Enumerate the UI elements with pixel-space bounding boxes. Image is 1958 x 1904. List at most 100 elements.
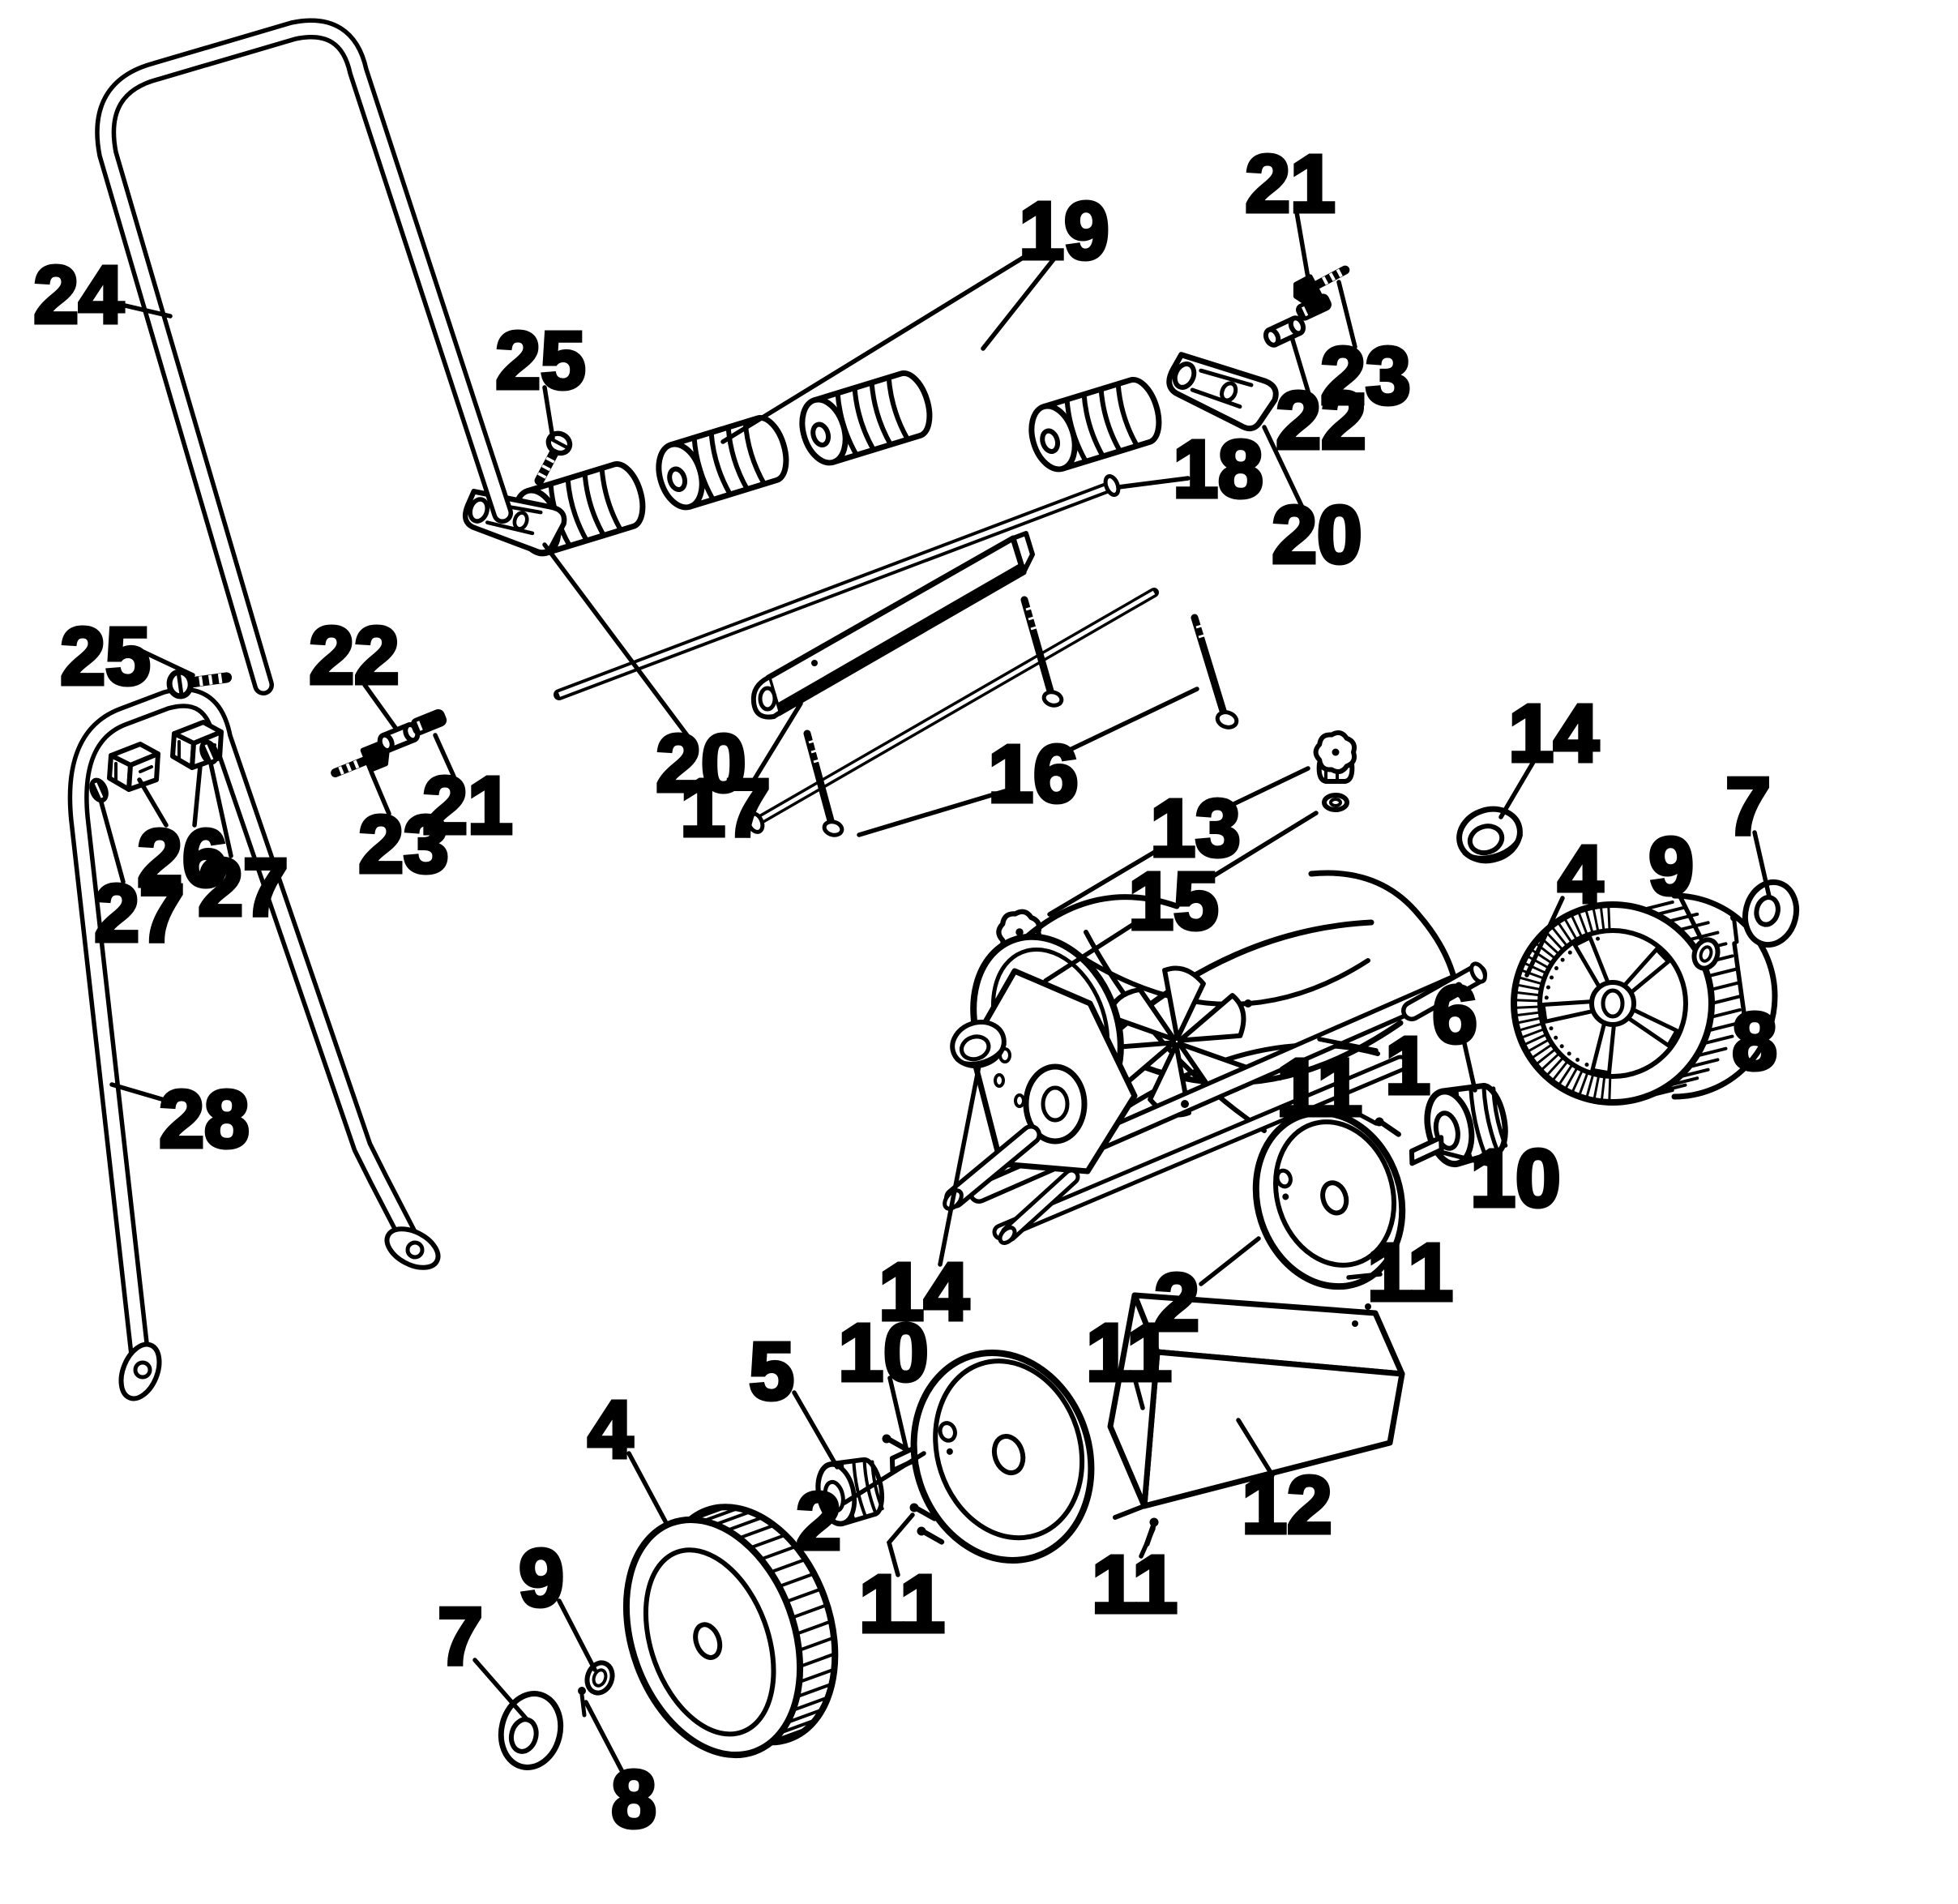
leader-line-27 [208, 761, 233, 858]
washer-left [498, 1691, 564, 1770]
wheel-right [1511, 892, 1778, 1106]
ferrule-left [89, 777, 109, 803]
callout-label-17: 17 [680, 763, 770, 854]
callout-label-12: 12 [1242, 1460, 1332, 1551]
side-plate-left [910, 1350, 1095, 1564]
set-screw [916, 1525, 944, 1543]
callout-label-24: 24 [33, 250, 124, 340]
axle-pin-right [1730, 913, 1738, 942]
leader-line-18 [1116, 476, 1191, 490]
leader-line-8 [584, 1700, 625, 1774]
o-ring-right [1691, 937, 1721, 971]
roller-end-cap-right [1163, 344, 1280, 434]
leader-line-11 [1346, 1272, 1383, 1280]
leader-line-25 [134, 646, 195, 678]
callout-label-11: 11 [1092, 1539, 1178, 1630]
bed-knife [750, 531, 1035, 720]
leader-line-23 [1336, 280, 1357, 349]
leader-line-21 [1294, 210, 1314, 299]
leader-line-11 [1132, 1376, 1145, 1410]
callout-label-13: 13 [1150, 783, 1240, 874]
leader-line-28 [109, 1082, 175, 1105]
side-plate-right [1252, 1109, 1406, 1290]
callout-label-6: 6 [1432, 969, 1477, 1060]
callout-label-26: 26 [137, 813, 227, 904]
roller-4 [1024, 375, 1165, 475]
callout-label-23: 23 [358, 799, 448, 890]
leader-line-14 [1498, 755, 1538, 819]
leader-line-11 [1139, 1526, 1156, 1559]
leader-line-7 [472, 1658, 528, 1721]
roller-shaft-rod [554, 474, 1121, 700]
leader-line-6 [1461, 1038, 1477, 1093]
leader-line-11 [886, 1513, 915, 1577]
callout-label-10: 10 [1470, 1133, 1560, 1224]
roller-2 [652, 413, 793, 513]
leader-line-15 [1207, 811, 1319, 881]
leader-line-20 [542, 542, 691, 740]
grass-deflector [1107, 1292, 1405, 1520]
leader-line-16 [857, 789, 1007, 837]
callout-label-10: 10 [838, 1307, 928, 1398]
roller-set [508, 369, 1165, 559]
callout-label-23: 23 [1320, 331, 1410, 421]
callout-label-20: 20 [1272, 490, 1362, 580]
callout-label-5: 5 [749, 1326, 794, 1417]
callout-label-14: 14 [1508, 688, 1599, 779]
bed-knife-screw-right [1191, 614, 1239, 730]
callout-label-1: 1 [1385, 1020, 1430, 1111]
leader-line-20 [1262, 425, 1305, 510]
bearing-right [1452, 802, 1526, 868]
adjuster-knob-right [1313, 730, 1357, 784]
callout-label-20: 20 [656, 718, 746, 809]
leader-line-9 [1675, 889, 1704, 943]
leader-line-9 [557, 1598, 597, 1672]
leader-line-21 [433, 733, 456, 779]
set-screw [1374, 1116, 1402, 1136]
adjuster-nut-right [1322, 793, 1349, 812]
leader-line-24 [105, 299, 173, 319]
callout-label-4: 4 [1558, 829, 1603, 920]
callout-label-22: 22 [309, 610, 399, 701]
leader-line-8 [1732, 941, 1746, 1016]
bed-knife-backing-bar [746, 588, 1159, 834]
spacer-22-right [1263, 316, 1306, 347]
leader-line-26 [192, 764, 203, 828]
leader-line-7 [1752, 830, 1772, 899]
leader-line-13 [1228, 766, 1310, 808]
leader-line-13 [1047, 847, 1161, 917]
leader-line-26 [137, 777, 169, 828]
callout-label-8: 8 [1732, 996, 1777, 1087]
callout-label-2: 2 [1154, 1257, 1199, 1348]
leader-line-11 [1339, 1102, 1379, 1126]
callout-label-18: 18 [1173, 424, 1263, 515]
leader-line-2 [1199, 1236, 1261, 1286]
callout-label-21: 21 [422, 760, 512, 851]
leader-line-23 [369, 769, 391, 816]
callout-label-15: 15 [1128, 856, 1218, 947]
washer-right [1742, 879, 1800, 948]
callout-label-2: 2 [796, 1476, 841, 1567]
callout-label-25: 25 [60, 611, 150, 702]
sleeve-21-left [407, 705, 451, 739]
bed-knife-screw-mid [1020, 596, 1064, 708]
leader-line-19 [720, 250, 1033, 444]
callout-label-11: 11 [1367, 1227, 1453, 1318]
callout-label-27: 27 [94, 868, 184, 959]
leader-line-5 [792, 1390, 840, 1470]
callout-label-28: 28 [159, 1074, 249, 1165]
ferrule-right [199, 739, 219, 765]
leader-line-17 [750, 701, 803, 785]
leader-line-27 [99, 800, 126, 884]
leader-line-12 [1236, 1418, 1275, 1478]
leader-line-2 [842, 1451, 926, 1505]
callout-label-19: 19 [1019, 186, 1109, 276]
leader-line-1 [1317, 1037, 1379, 1053]
upper-handle [95, 18, 513, 695]
leader-line-4 [1524, 896, 1565, 978]
callout-label-9: 9 [1648, 821, 1694, 912]
leader-line-10 [1438, 1149, 1496, 1168]
callout-label-9: 9 [519, 1533, 564, 1624]
